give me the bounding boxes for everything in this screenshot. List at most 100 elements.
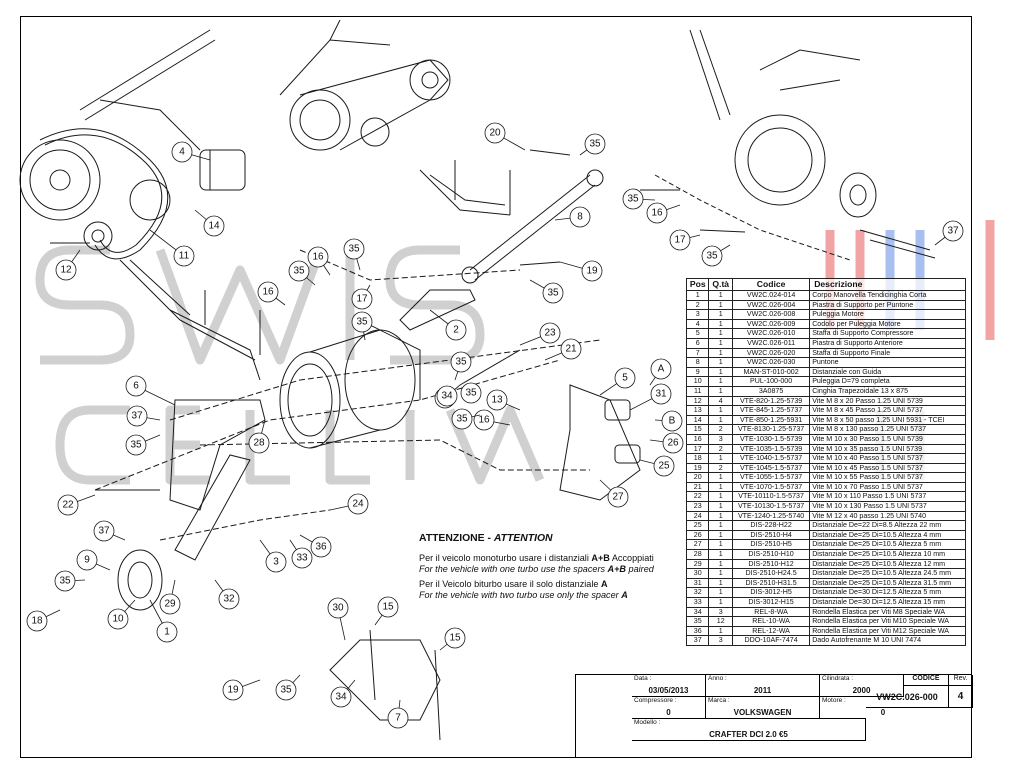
- balloon-label: A: [658, 364, 665, 375]
- note-paragraph-1: Per il veicolo monoturbo usare i distanz…: [419, 553, 679, 574]
- parts-table-header: Pos Q.tà Codice Descrizione: [685, 278, 966, 291]
- balloon-label: 7: [395, 713, 401, 724]
- callout-balloon-2: 2: [429, 309, 467, 341]
- balloon-circle: [126, 405, 148, 427]
- row-pos: 19: [685, 462, 710, 474]
- row-pos: 15: [685, 424, 710, 435]
- balloon-label: 17: [356, 294, 368, 305]
- tb-modello-label: Modello :: [634, 719, 661, 726]
- row-description: Distanziale De=30 Di=12.5 Altezza 15 mm: [809, 597, 966, 608]
- balloon-circle: [445, 319, 467, 341]
- tb-motore-cell: Motore : 0: [820, 697, 885, 719]
- row-description: Puntone: [809, 357, 966, 368]
- balloon-label: 30: [332, 603, 344, 614]
- callout-balloon-3: 3: [259, 539, 287, 573]
- row-description: Distanziale De=25 Di=10.5 Altezza 4 mm: [809, 529, 966, 541]
- balloon-circle: [351, 288, 373, 310]
- balloon-circle: [451, 408, 473, 430]
- balloon-label: 35: [356, 317, 368, 328]
- callout-balloon-35: 35: [450, 351, 472, 381]
- balloon-label: 35: [348, 244, 360, 255]
- balloon-circle: [347, 493, 369, 515]
- balloon-circle: [248, 432, 270, 454]
- row-code: VW2C.026-008: [731, 309, 811, 320]
- tb-rev-label: Rev.: [949, 675, 973, 686]
- balloon-circle: [387, 707, 409, 729]
- row-code: DIS-3012-H15: [731, 597, 811, 608]
- row-qty: 1: [708, 491, 733, 503]
- balloon-circle: [173, 245, 195, 267]
- compressor-view-right: [654, 29, 936, 261]
- row-qty: 1: [708, 366, 733, 378]
- tb-marca-label: Marca :: [708, 697, 730, 704]
- note-1-it-post: Accoppiati: [609, 553, 654, 564]
- row-code: VW2C.026-009: [731, 318, 811, 330]
- row-qty: 4: [708, 395, 733, 407]
- callout-balloon-34: 34: [330, 679, 356, 708]
- row-description: Vite M 10 x 35 passo 1.5 UNI 5739: [809, 443, 966, 455]
- tb-compressore-value: 0: [666, 708, 671, 717]
- balloon-circle: [646, 202, 668, 224]
- balloon-circle: [327, 597, 349, 619]
- balloon-label: 3: [273, 557, 279, 568]
- row-description: Vite M 10 x 40 Passo 1.5 UNI 5737: [809, 453, 966, 464]
- header-pos: Pos: [685, 278, 710, 291]
- note-1-en-post: paired: [626, 563, 654, 574]
- row-qty: 1: [708, 539, 733, 551]
- row-code: DIS-228-H22: [731, 520, 811, 531]
- note-1-en-bold: A+B: [607, 563, 626, 574]
- callout-balloon-34: 34: [436, 384, 461, 407]
- row-code: VW2C.024-014: [731, 290, 811, 301]
- tb-codice-cell: VW2C.026-000: [866, 686, 949, 708]
- row-qty: 1: [708, 481, 733, 493]
- balloon-label: 35: [465, 388, 477, 399]
- row-description: Cinghia Trapezoidale 13 x 875: [809, 385, 966, 397]
- balloon-circle: [607, 486, 629, 508]
- row-description: Vite M 10 x 55 Passo 1.5 UNI 5737: [809, 472, 966, 483]
- balloon-label: 14: [208, 221, 220, 232]
- row-pos: 10: [685, 376, 710, 387]
- row-code: VTE-1240-1.25-5740: [731, 510, 811, 522]
- callout-balloon-1: 1: [149, 599, 178, 643]
- row-pos: 28: [685, 549, 710, 560]
- row-description: Vite M 12 x 40 passo 1.25 UNI 5740: [809, 510, 966, 522]
- tb-cilindrata-value: 2000: [852, 686, 871, 695]
- balloon-label: 35: [293, 266, 305, 277]
- tb-anno-cell: Anno : 2011: [706, 675, 820, 697]
- row-description: Distanziale De=25 Di=10.5 Altezza 10 mm: [809, 549, 966, 560]
- balloon-circle: [614, 367, 636, 389]
- callout-balloon-37: 37: [934, 220, 964, 246]
- callout-balloon-6: 6: [125, 375, 176, 406]
- balloon-circle: [291, 547, 313, 569]
- row-qty: 1: [708, 510, 733, 522]
- row-description: Dado Autofrenante M 10 UNI 7474: [809, 635, 966, 646]
- compressor-view-left: [19, 29, 261, 381]
- balloon-label: 4: [179, 147, 185, 158]
- balloon-label: 34: [441, 391, 453, 402]
- balloon-label: 15: [449, 633, 461, 644]
- row-description: Codolo per Puleggia Motore: [809, 318, 966, 330]
- balloon-circle: [307, 246, 329, 268]
- balloon-label: 18: [31, 616, 43, 627]
- balloon-label: 22: [62, 500, 74, 511]
- callout-balloon-21: 21: [544, 338, 582, 361]
- callout-balloon-37: 37: [93, 520, 126, 542]
- tb-data-label: Data :: [634, 675, 652, 682]
- row-code: REL-10-WA: [731, 616, 811, 627]
- balloon-circle: [171, 141, 193, 163]
- balloon-label: 35: [455, 357, 467, 368]
- balloon-circle: [351, 311, 373, 333]
- row-description: Distanziale De=25 Di=10.5 Altezza 31.5 m…: [809, 577, 966, 589]
- note-2-it-bold: A: [600, 579, 608, 590]
- row-pos: 5: [685, 328, 710, 339]
- row-description: Vite M 10 x 70 Passo 1.5 UNI 5737: [809, 481, 966, 493]
